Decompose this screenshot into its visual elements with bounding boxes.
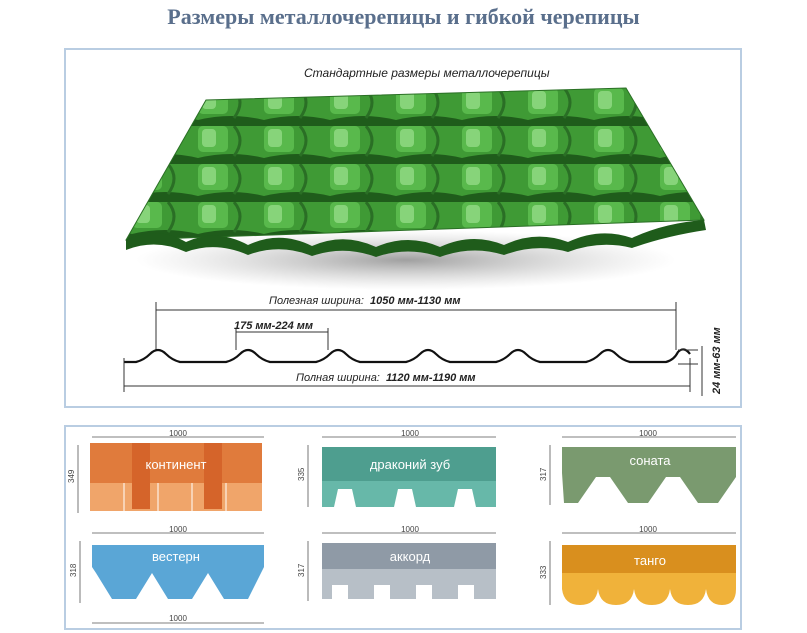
shingle-dragon-tooth: 1000 335 драконий зуб bbox=[297, 429, 496, 507]
metal-tile-panel: Стандартные размеры металлочерепицы Поле… bbox=[64, 48, 742, 408]
shingle-height-label: 318 bbox=[69, 563, 78, 577]
useful-width-label: Полезная ширина: bbox=[269, 295, 364, 307]
shingle-width-label: 1000 bbox=[401, 525, 419, 534]
metal-tile-sheet bbox=[125, 87, 705, 241]
shingle-width-label: 1000 bbox=[169, 525, 187, 534]
shingle-label: континент bbox=[145, 457, 206, 472]
shingle-label: аккорд bbox=[390, 549, 431, 564]
shingle-label: драконий зуб bbox=[370, 457, 450, 472]
metal-tile-caption: Стандартные размеры металлочерепицы bbox=[304, 66, 550, 80]
shingle-height-label: 335 bbox=[297, 467, 306, 481]
shingle-height-label: 317 bbox=[297, 563, 306, 577]
shingle-width-label: 1000 bbox=[639, 525, 657, 534]
shingles-panel: 1000 349 континент 1000 335 драконий зуб bbox=[64, 425, 742, 630]
tile-profile bbox=[124, 348, 691, 364]
shingle-tango: 1000 333 танго bbox=[539, 525, 736, 605]
svg-text:Полезная ширина: 1050 мм: Полезная ширина: 1050 мм-1130 мм bbox=[269, 295, 461, 307]
shingle-width-label: 1000 bbox=[169, 429, 187, 438]
metal-tile-edge bbox=[126, 220, 706, 257]
shingle-width-label: 1000 bbox=[169, 614, 187, 623]
shingle-label: танго bbox=[634, 553, 666, 568]
shingle-label: соната bbox=[629, 453, 671, 468]
svg-text:Полная ширина: 1120 мм-1: Полная ширина: 1120 мм-1190 мм bbox=[296, 372, 476, 384]
full-width-label: Полная ширина: bbox=[296, 372, 380, 384]
shingle-height-label: 317 bbox=[539, 467, 548, 481]
shingle-partial: 1000 bbox=[92, 614, 264, 624]
page-title: Размеры металлочерепицы и гибкой черепиц… bbox=[167, 4, 640, 29]
shingle-label: вестерн bbox=[152, 549, 200, 564]
shingle-sonata: 1000 317 соната bbox=[539, 429, 736, 505]
height-value: 24 мм-63 мм bbox=[711, 327, 723, 395]
shingle-continent: 1000 349 континент bbox=[67, 429, 264, 513]
shingle-western: 1000 318 вестерн bbox=[69, 525, 264, 603]
shingle-accord: 1000 317 аккорд bbox=[297, 525, 496, 601]
step-value: 175 мм-224 мм bbox=[234, 320, 313, 332]
useful-width-value: 1050 мм-1130 мм bbox=[370, 295, 460, 307]
shingle-width-label: 1000 bbox=[639, 429, 657, 438]
shingles-diagram: 1000 349 континент 1000 335 драконий зуб bbox=[67, 429, 736, 624]
shingle-height-label: 333 bbox=[539, 565, 548, 579]
metal-tile-diagram: Стандартные размеры металлочерепицы Поле… bbox=[123, 66, 723, 396]
full-width-value: 1120 мм-1190 мм bbox=[386, 372, 476, 384]
shingle-height-label: 349 bbox=[67, 469, 76, 483]
shingle-width-label: 1000 bbox=[401, 429, 419, 438]
